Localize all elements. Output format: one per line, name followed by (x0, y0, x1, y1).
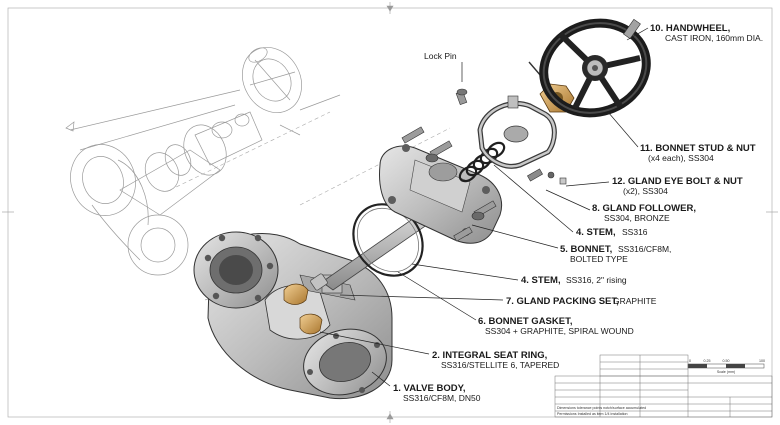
title-block-note-1: Dimensions tolerance points notch/surfac… (557, 406, 646, 410)
callout-handwheel-sub: CAST IRON, 160mm DIA. (665, 33, 763, 43)
callout-bonnet-stud-nut-title: 11. BONNET STUD & NUT (640, 143, 756, 154)
callout-seat-ring-sub: SS316/STELLITE 6, TAPERED (441, 360, 559, 370)
callout-gland-eye-bolt-title: 12. GLAND EYE BOLT & NUT (612, 176, 743, 187)
callout-bonnet-sub-2: BOLTED TYPE (570, 254, 628, 264)
callout-stem-upper-title: 4. STEM, (576, 227, 616, 238)
callout-gland-follower-sub: SS304, BRONZE (604, 213, 670, 223)
lock-pin-label: Lock Pin (424, 51, 457, 61)
scale-bar: 0 0.25 0.50 100 Scale (mm) (687, 359, 765, 374)
integral-seat-ring (283, 283, 323, 335)
callout-stem-upper-sub: SS316 (622, 227, 648, 237)
callout-seat-ring-title: 2. INTEGRAL SEAT RING, (432, 350, 547, 361)
callout-bonnet-gasket-sub: SS304 + GRAPHITE, SPIRAL WOUND (485, 326, 634, 336)
callout-bonnet-title: 5. BONNET, (560, 244, 612, 255)
title-block-note-2: Permissions Installed as item 1/4 instal… (557, 412, 628, 416)
scale-tick-2: 0.50 (723, 359, 730, 363)
title-block (554, 354, 773, 418)
bonnet (379, 144, 503, 244)
scale-tick-0: 0 (689, 359, 691, 363)
gland-eye-yoke (477, 95, 557, 169)
callout-stem-lower-sub: SS316, 2" rising (566, 275, 627, 285)
callout-handwheel-title: 10. HANDWHEEL, (650, 23, 730, 34)
callout-valve-body-sub: SS316/CF8M, DN50 (403, 393, 481, 403)
ghost-reference-view (65, 47, 341, 276)
callout-stem-lower-title: 4. STEM, (521, 275, 561, 286)
lock-pin (455, 61, 542, 106)
scale-tick-3: 100 (759, 359, 765, 363)
callout-bonnet-stud-nut-sub: (x4 each), SS304 (648, 153, 714, 163)
bonnet-studs (401, 126, 497, 242)
callout-gland-eye-bolt-sub: (x2), SS304 (623, 186, 668, 196)
handwheel (539, 18, 651, 118)
scale-tick-1: 0.25 (704, 359, 711, 363)
callout-gland-packing-sub: GRAPHITE (613, 296, 657, 306)
callout-bonnet-sub-1: SS316/CF8M, (618, 244, 671, 254)
callout-valve-body-title: 1. VALVE BODY, (393, 383, 466, 394)
leader-lines (319, 27, 649, 387)
handwheel-nut (623, 18, 641, 40)
callout-bonnet-gasket-title: 6. BONNET GASKET, (478, 316, 573, 327)
scale-label: Scale (mm) (717, 370, 735, 374)
gland-eye-bolts (527, 168, 567, 185)
callout-gland-packing-title: 7. GLAND PACKING SET, (506, 296, 619, 307)
callout-gland-follower-title: 8. GLAND FOLLOWER, (592, 203, 696, 214)
